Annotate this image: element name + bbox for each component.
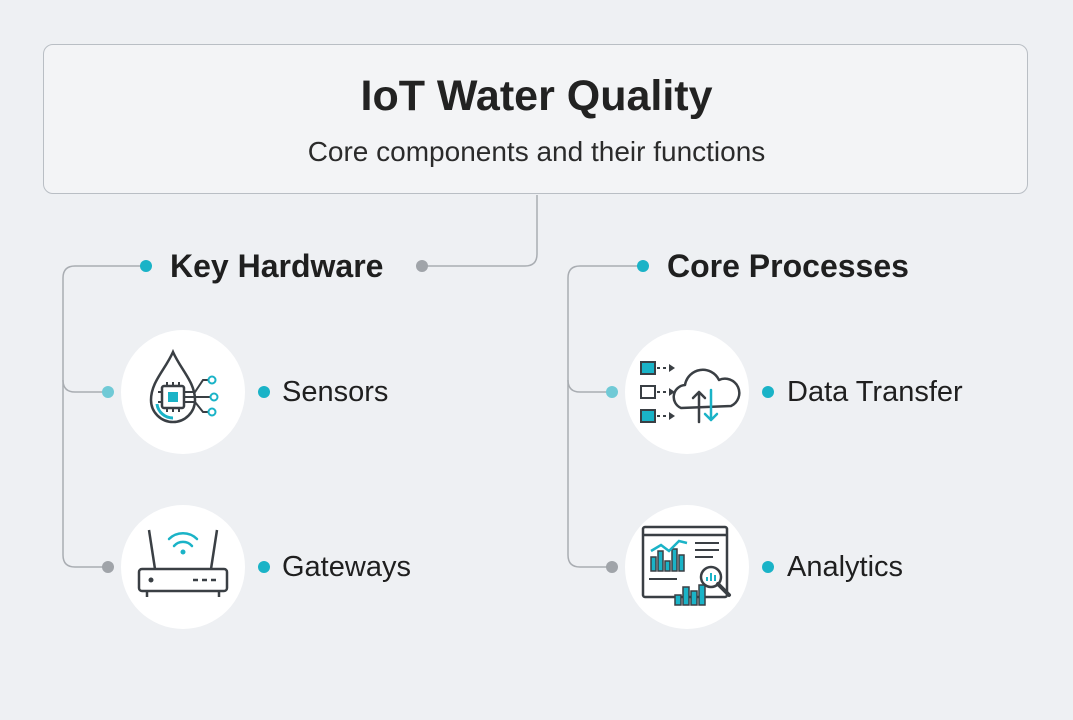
heading-key-hardware: Key Hardware	[170, 248, 384, 284]
analytics-icon-circle	[625, 505, 749, 629]
cloud-data-transfer-icon	[640, 361, 741, 424]
sensors-icon-circle	[121, 330, 245, 454]
water-drop-chip-icon	[149, 348, 219, 424]
label-gateways: Gateways	[282, 551, 411, 583]
process-branch-analytics	[567, 380, 612, 568]
process-branch-transfer	[567, 265, 643, 393]
label-analytics: Analytics	[787, 551, 904, 583]
sensors-branch-dot	[102, 386, 114, 398]
hardware-branch-gateways	[62, 380, 108, 568]
hardware-branch-sensors	[62, 265, 146, 393]
label-sensors: Sensors	[282, 376, 389, 408]
diagram-subtitle: Core components and their functions	[307, 136, 766, 167]
hardware-heading-dot	[140, 260, 152, 272]
diagram-title: IoT Water Quality	[360, 72, 713, 120]
gateways-label-dot	[258, 561, 270, 573]
analytics-label-dot	[762, 561, 774, 573]
transfer-icon-circle	[625, 330, 749, 454]
gateways-icon-circle	[121, 505, 245, 629]
title-box	[43, 44, 1028, 194]
gateways-branch-dot	[102, 561, 114, 573]
processes-heading-dot	[637, 260, 649, 272]
wifi-router-icon	[137, 529, 229, 597]
analytics-dashboard-icon	[641, 525, 731, 606]
title-connector	[422, 195, 538, 267]
transfer-branch-dot	[606, 386, 618, 398]
heading-core-processes: Core Processes	[667, 248, 909, 284]
transfer-label-dot	[762, 386, 774, 398]
title-connector-dot	[416, 260, 428, 272]
label-data-transfer: Data Transfer	[787, 376, 963, 408]
analytics-branch-dot	[606, 561, 618, 573]
sensors-label-dot	[258, 386, 270, 398]
